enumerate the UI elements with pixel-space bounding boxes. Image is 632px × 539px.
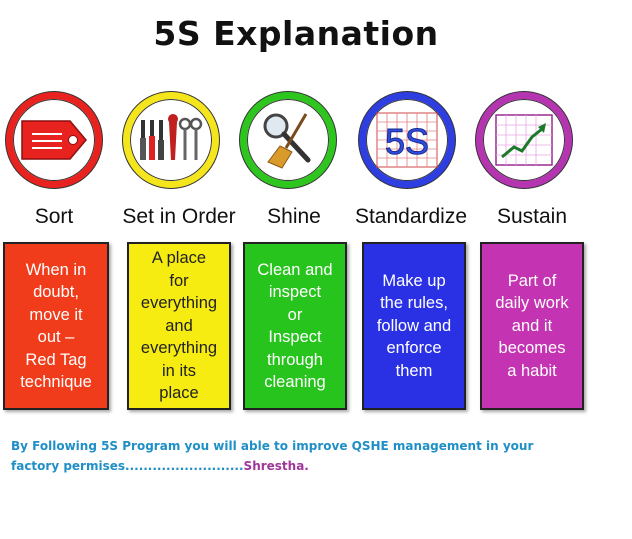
set-in-order-card: A place for everything and everything in…	[127, 242, 231, 410]
standardize-circle: 5S	[359, 92, 455, 188]
step-label-sustain: Sustain	[496, 205, 568, 228]
shine-card: Clean and inspect or Inspect through cle…	[243, 242, 347, 410]
step-label-sort: Sort	[34, 205, 74, 228]
5s-grid-icon: 5S	[374, 110, 440, 170]
red-tag-icon	[18, 117, 90, 163]
standardize-card: Make up the rules, follow and enforce th…	[362, 242, 466, 410]
sustain-card: Part of daily work and it becomes a habi…	[480, 242, 584, 410]
set-in-order-circle	[123, 92, 219, 188]
growth-chart-icon	[494, 113, 554, 167]
page-title: 5S Explanation	[153, 14, 439, 53]
footer-note: By Following 5S Program you will able to…	[11, 436, 551, 476]
step-label-shine: Shine	[267, 205, 321, 228]
step-label-set-in-order: Set in Order	[122, 205, 236, 228]
tools-icon	[135, 114, 207, 166]
5s-grid-text: 5S	[385, 121, 429, 162]
step-label-standardize: Standardize	[354, 205, 468, 228]
sort-circle	[6, 92, 102, 188]
shine-card-text: Clean and inspect or Inspect through cle…	[257, 260, 333, 392]
footer-author: Shrestha.	[243, 459, 309, 473]
set-in-order-card-text: A place for everything and everything in…	[140, 249, 218, 403]
magnifier-broom-icon	[256, 108, 320, 172]
sustain-circle	[476, 92, 572, 188]
shine-circle	[240, 92, 336, 188]
sustain-card-text: Part of daily work and it becomes a habi…	[495, 271, 569, 380]
sort-card-text: When in doubt, move it out – Red Tag tec…	[20, 260, 92, 392]
sort-card: When in doubt, move it out – Red Tag tec…	[3, 242, 109, 410]
footer-message: By Following 5S Program you will able to…	[11, 439, 534, 473]
standardize-card-text: Make up the rules, follow and enforce th…	[376, 271, 452, 380]
